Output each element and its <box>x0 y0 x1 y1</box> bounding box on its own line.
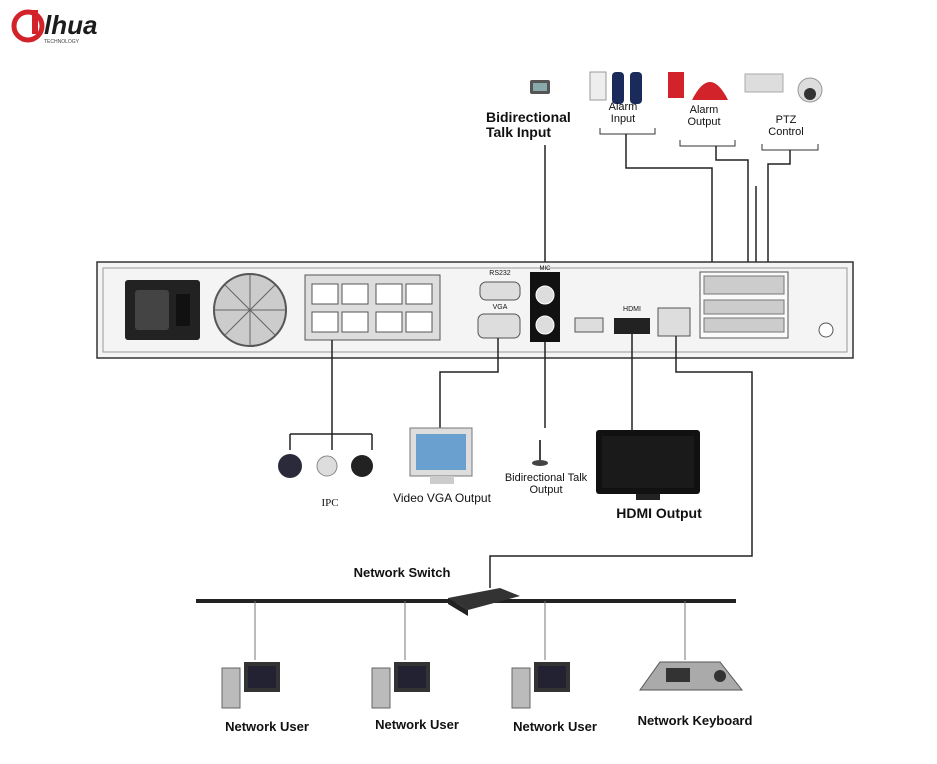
alarm-siren-icon <box>668 72 728 100</box>
ptz-dome-icon <box>745 74 822 102</box>
nvr-back-panel <box>97 262 853 358</box>
label-alarm-input: Alarm Input <box>603 101 643 125</box>
label-mic: MIC <box>534 266 556 273</box>
label-bidirectional-talk-input: Bidirectional Talk Input <box>486 110 596 141</box>
hdmi-port <box>614 318 650 334</box>
microphone-icon <box>532 440 548 466</box>
rs232-port <box>480 282 520 300</box>
computer-icon <box>512 662 570 708</box>
label-hdmi-port: HDMI <box>614 306 650 314</box>
label-hdmi-output: HDMI Output <box>604 506 714 521</box>
ipc-camera-icon <box>278 454 373 478</box>
label-network-user-3: Network User <box>500 720 610 734</box>
usb-port <box>575 318 603 332</box>
label-ptz-control: PTZ Control <box>760 114 812 138</box>
label-network-keyboard: Network Keyboard <box>620 714 770 728</box>
vga-port <box>478 314 520 338</box>
label-network-switch: Network Switch <box>342 566 462 580</box>
label-bidirectional-talk-output: Bidirectional Talk Output <box>500 472 592 496</box>
poe-ports <box>305 275 440 340</box>
label-alarm-output: Alarm Output <box>680 104 728 128</box>
label-ipc: IPC <box>310 497 350 509</box>
camera-icon <box>530 80 550 94</box>
computer-icon <box>372 662 430 708</box>
keyboard-icon <box>640 662 742 690</box>
monitor-icon <box>410 428 472 484</box>
label-vga: VGA <box>484 304 516 312</box>
lan-port <box>658 308 690 336</box>
tv-icon <box>596 430 700 500</box>
alarm-sensor-icon <box>590 72 642 104</box>
label-network-user-1: Network User <box>212 720 322 734</box>
label-video-vga-output: Video VGA Output <box>382 492 502 505</box>
computer-icon <box>222 662 280 708</box>
label-rs232: RS232 <box>484 270 516 278</box>
label-network-user-2: Network User <box>362 718 472 732</box>
